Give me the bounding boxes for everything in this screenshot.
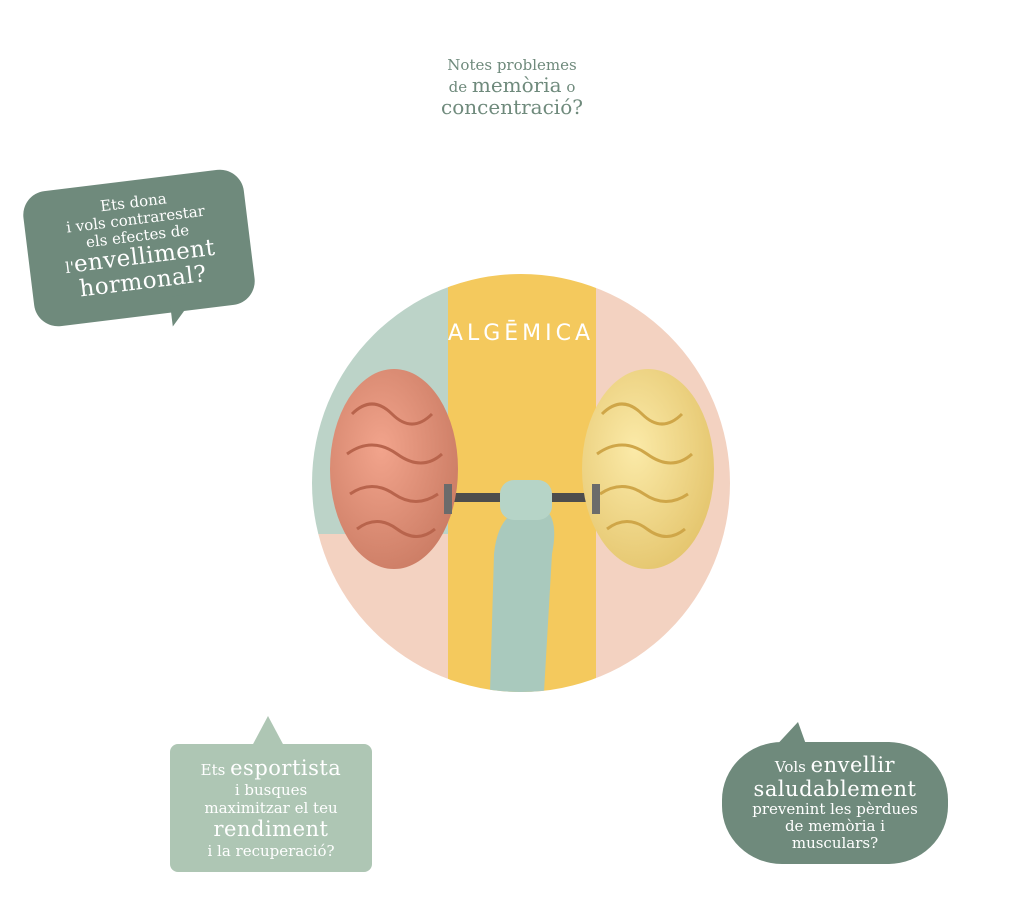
bubble-sport-line1: Ets esportista — [170, 756, 372, 781]
bubble-sport-performance: rendiment — [213, 817, 329, 841]
speech-bubble-tail — [169, 293, 201, 327]
speech-bubble-women: Ets dona i vols contrarestar els efectes… — [20, 166, 258, 330]
bubble-aging-line1-pre: Vols — [774, 758, 806, 776]
bubble-aging-line3: prevenint les pèrdues — [752, 800, 918, 818]
bubble-sport-line5: i la recuperació? — [207, 842, 335, 860]
brand-logo: ALGĒMICA — [447, 321, 595, 346]
speech-bubble-tail — [772, 722, 808, 750]
top-question: Notes problemes de memòria o concentraci… — [412, 55, 612, 117]
bubble-aging-age: envellir — [810, 753, 896, 777]
bubble-aging-line5: musculars? — [791, 834, 879, 852]
bubble-aging-line4: de memòria i — [784, 817, 886, 835]
top-question-line2-post: o — [566, 78, 576, 96]
top-question-memory: memòria — [471, 73, 562, 97]
top-question-line2: de memòria o — [412, 75, 612, 97]
brain-dumbbell-image: ALGĒMICA — [312, 274, 730, 692]
top-question-line1: Notes problemes — [447, 56, 577, 74]
bubble-aging-healthy: saludablement — [753, 777, 917, 801]
speech-bubble-tail — [252, 716, 284, 746]
speech-bubble-aging: Vols envellir saludablement prevenint le… — [722, 722, 948, 864]
bubble-sport-line2: i busques — [234, 781, 308, 799]
bubble-sport-line1-pre: Ets — [200, 761, 226, 779]
top-question-line3: concentració? — [441, 95, 583, 119]
bubble-sport-athlete: esportista — [230, 756, 342, 780]
bubble-sport-line3: maximitzar el teu — [204, 799, 338, 817]
bubble-aging-line1: Vols envellir — [722, 753, 948, 777]
top-question-line2-pre: de — [448, 78, 468, 96]
speech-bubble-sport: Ets esportista i busques maximitzar el t… — [170, 716, 372, 872]
